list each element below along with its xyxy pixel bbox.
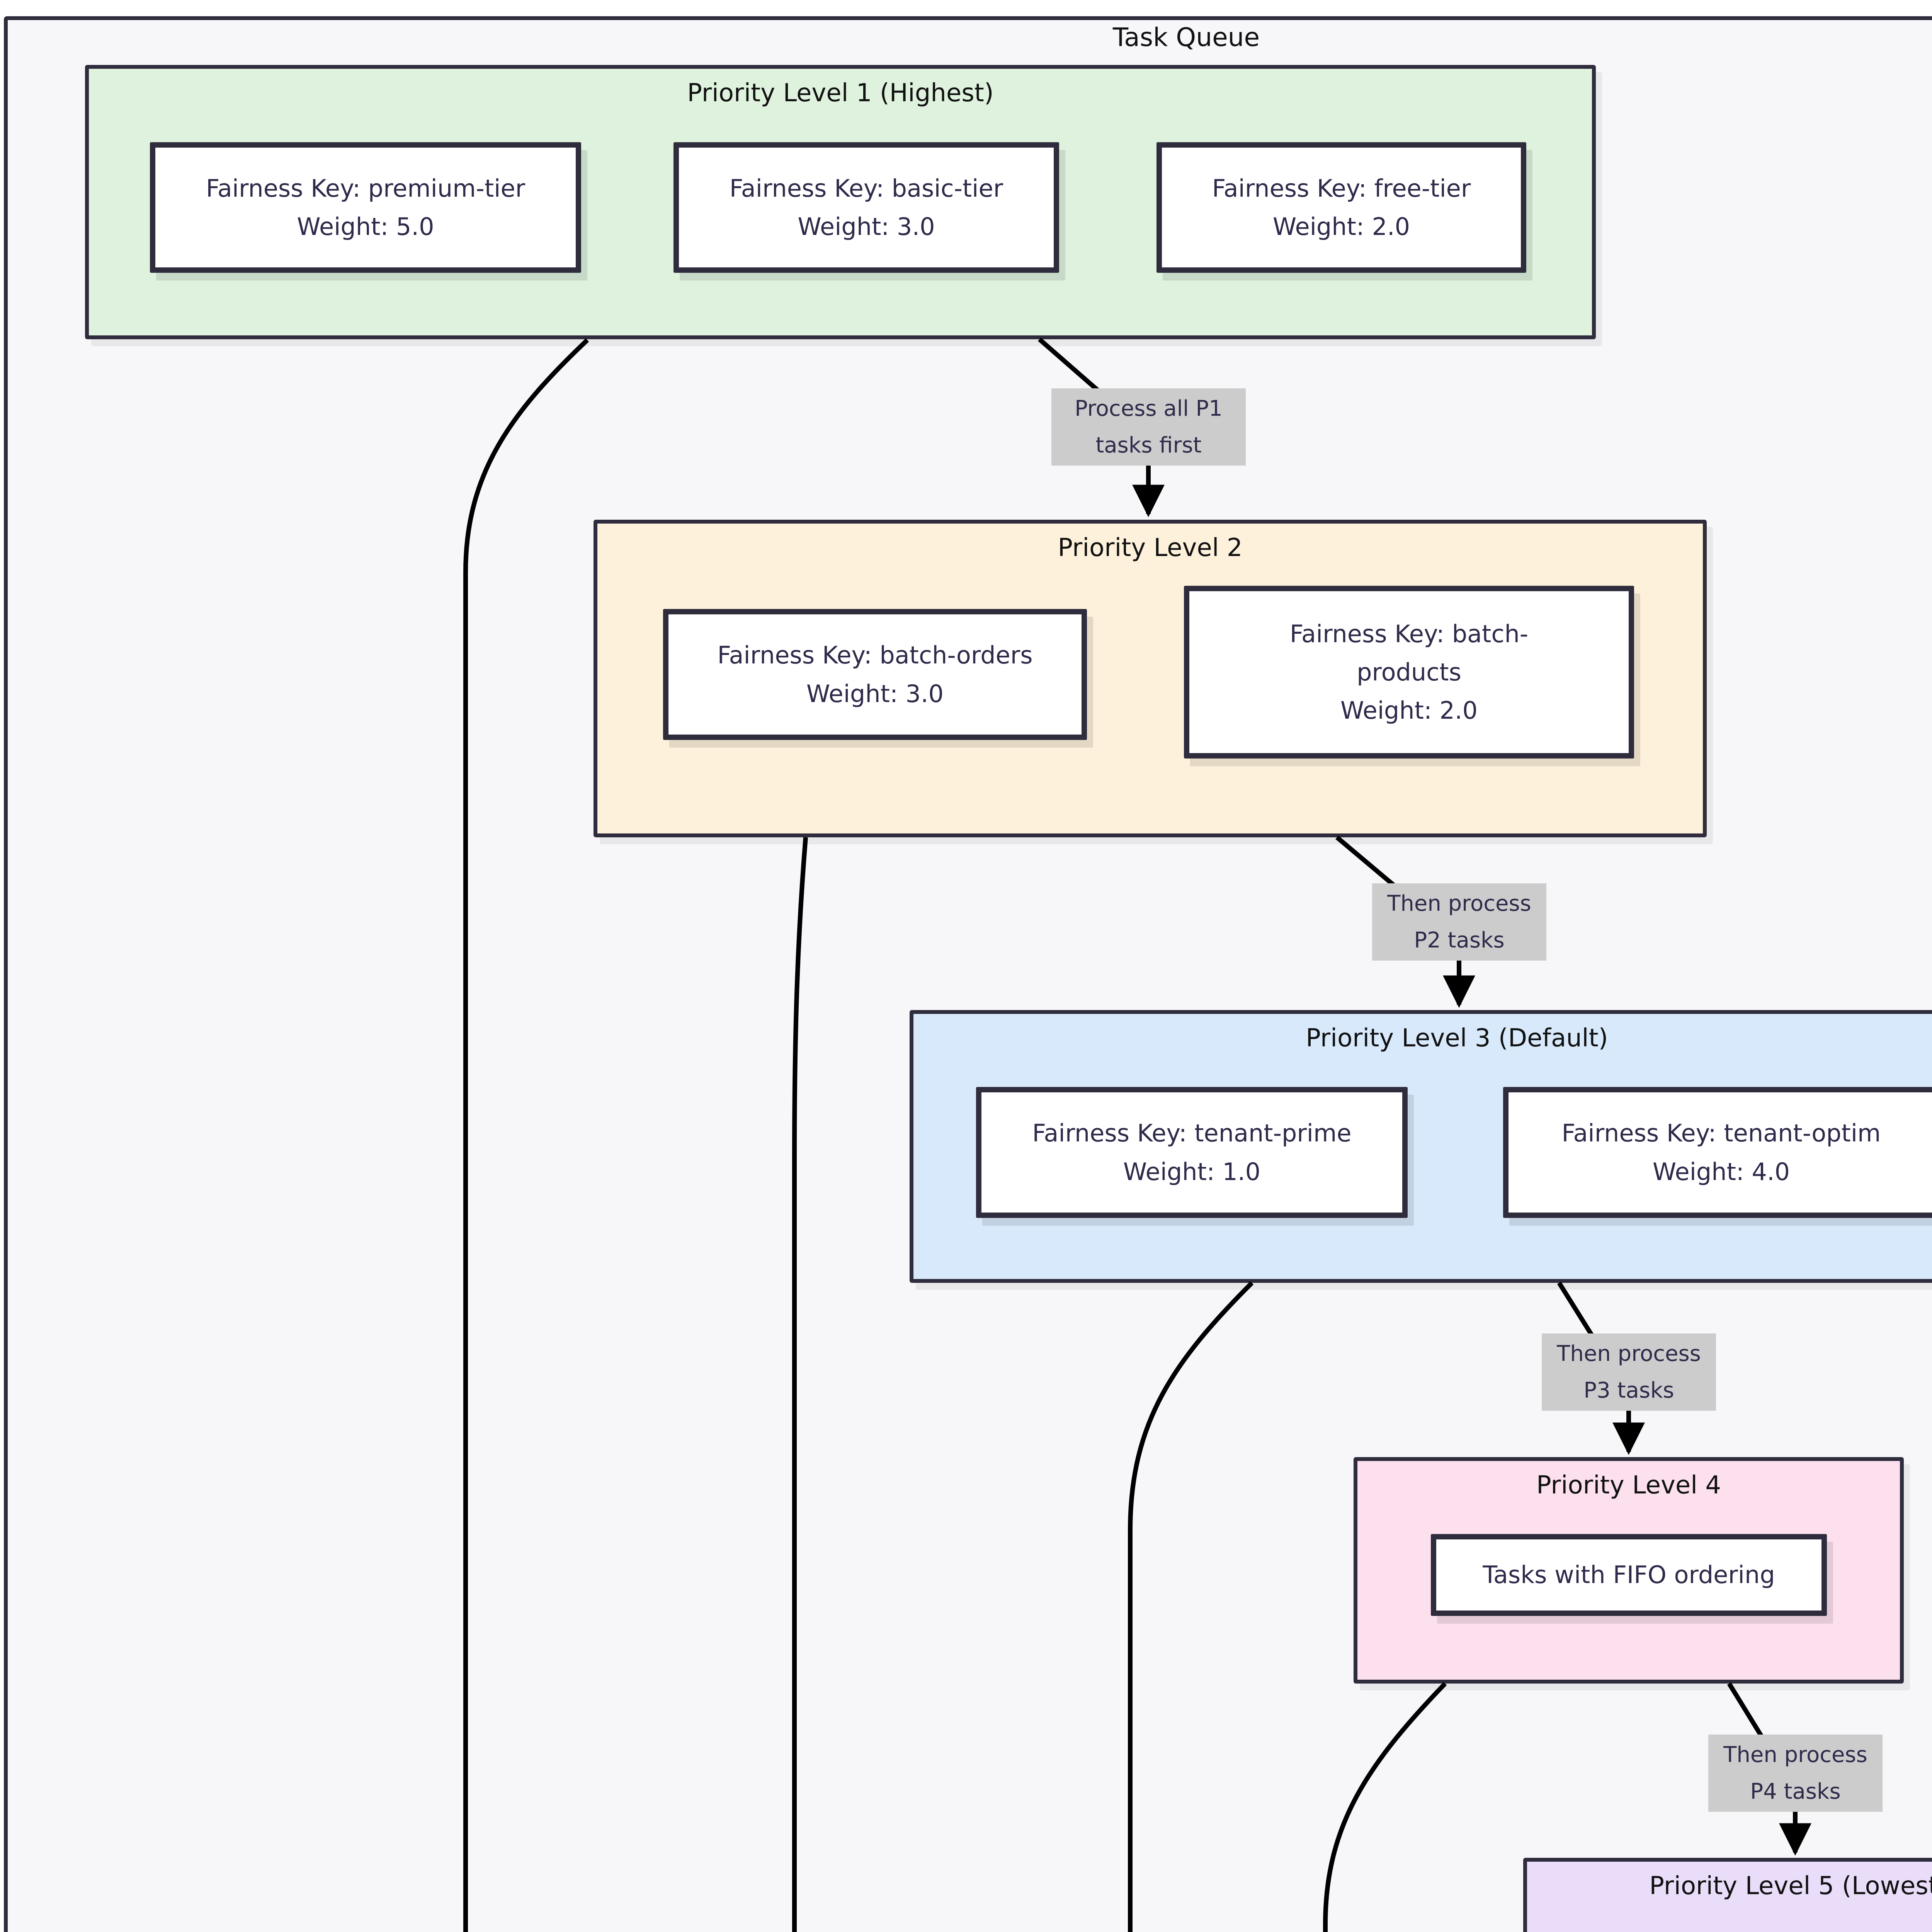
node-premium-tier: Fairness Key: premium-tier Weight: 5.0 xyxy=(150,142,581,273)
cluster-priority-level-1: Priority Level 1 (Highest) Fairness Key:… xyxy=(85,65,1596,339)
node-tenant-prime: Fairness Key: tenant-prime Weight: 1.0 xyxy=(976,1087,1408,1218)
cluster-priority-level-2: Priority Level 2 Fairness Key: batch-ord… xyxy=(594,520,1707,837)
task-queue-title: Task Queue xyxy=(1112,22,1260,52)
cluster-title-p4: Priority Level 4 xyxy=(1536,1471,1721,1500)
node-tenant-optim: Fairness Key: tenant-optim Weight: 4.0 xyxy=(1503,1087,1932,1218)
cluster-title-p3: Priority Level 3 (Default) xyxy=(1306,1024,1608,1053)
cluster-priority-level-3: Priority Level 3 (Default) Fairness Key:… xyxy=(910,1010,1932,1283)
cluster-priority-level-4: Priority Level 4 Tasks with FIFO orderin… xyxy=(1354,1457,1904,1684)
node-fifo-p4: Tasks with FIFO ordering xyxy=(1431,1534,1827,1616)
node-free-tier: Fairness Key: free-tier Weight: 2.0 xyxy=(1156,142,1526,273)
cluster-title-p5: Priority Level 5 (Lowest) xyxy=(1649,1872,1932,1900)
cluster-title-p2: Priority Level 2 xyxy=(1058,534,1243,562)
edge-label-process-p4: Then process P4 tasks xyxy=(1708,1735,1883,1812)
node-basic-tier: Fairness Key: basic-tier Weight: 3.0 xyxy=(673,142,1059,273)
edge-label-process-p3: Then process P3 tasks xyxy=(1542,1333,1716,1411)
node-batch-products: Fairness Key: batch- products Weight: 2.… xyxy=(1184,586,1634,759)
cluster-priority-level-5: Priority Level 5 (Lowest) Tasks with FIF… xyxy=(1523,1858,1932,1932)
cluster-title-p1: Priority Level 1 (Highest) xyxy=(687,79,994,107)
edge-label-process-p1: Process all P1 tasks first xyxy=(1051,388,1246,466)
edge-label-process-p2: Then process P2 tasks xyxy=(1372,883,1546,961)
node-batch-orders: Fairness Key: batch-orders Weight: 3.0 xyxy=(663,609,1087,740)
